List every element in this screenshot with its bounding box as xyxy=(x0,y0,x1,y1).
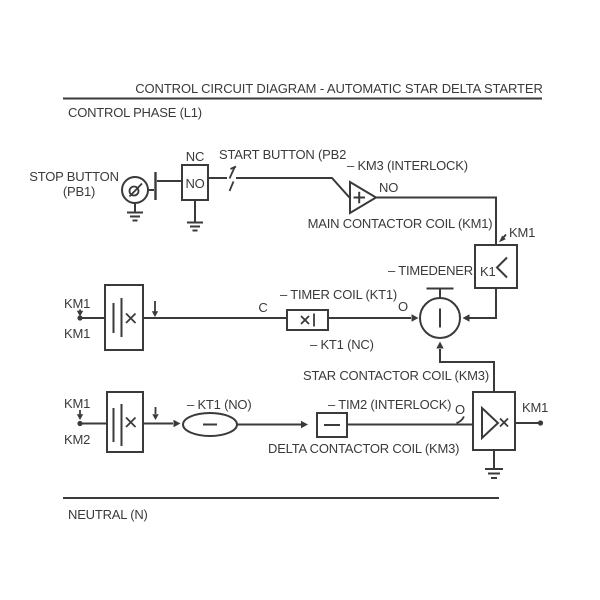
delta-box xyxy=(472,391,516,451)
switch-stroke-lower xyxy=(228,181,235,192)
km1-out-label: KM1 xyxy=(522,400,548,415)
arrow-right-icon xyxy=(173,419,181,428)
aux-contact-box xyxy=(104,284,144,351)
km3-interlock-label: – KM3 (INTERLOCK) xyxy=(347,158,468,173)
x-mark-icon xyxy=(125,312,137,324)
km1-relay-ref-label: KM1 xyxy=(509,225,535,240)
km1-relay-box: KM1 – TIMEDENER K1 xyxy=(388,225,535,322)
terminal-dot xyxy=(537,420,544,426)
page-title: CONTROL CIRCUIT DIAGRAM - AUTOMATIC STAR… xyxy=(135,81,543,96)
chevron-left-icon xyxy=(495,256,508,279)
o-label: O xyxy=(455,402,465,417)
x-mark-icon xyxy=(125,416,137,428)
no-box-label: NO xyxy=(185,176,204,191)
timer-coil-box: C – TIMER COIL (KT1) – KT1 (NC) O xyxy=(258,287,419,352)
nc-label: NC xyxy=(186,149,204,164)
wire-delta-to-star xyxy=(439,349,495,392)
wire-gate-to-km1-relay xyxy=(376,196,497,245)
tim2-interlock-box: – TIM2 (INTERLOCK) O xyxy=(316,397,473,438)
kt1-nc-label: – KT1 (NC) xyxy=(310,337,374,352)
km1-branch-bottom-label: KM1 xyxy=(64,326,90,341)
arrow-down-icon xyxy=(151,311,159,317)
arrow-right-icon xyxy=(411,314,419,322)
arrow-right-icon xyxy=(301,420,308,429)
star-coil-symbol: STAR CONTACTOR COIL (KM3) xyxy=(303,287,495,392)
start-button-label: START BUTTON (PB2 xyxy=(219,147,346,162)
km2-branch-bottom-label: KM2 xyxy=(64,432,90,447)
star-contactor-coil-label: STAR CONTACTOR COIL (KM3) xyxy=(303,368,489,383)
start-button-contact: START BUTTON (PB2 xyxy=(208,147,351,198)
aux-contact-box xyxy=(106,391,144,453)
stop-button-label-line2: (PB1) xyxy=(63,184,95,199)
main-contactor-coil-label: MAIN CONTACTOR COIL (KM1) xyxy=(308,216,493,231)
k1-box-label: K1 xyxy=(480,264,496,279)
wire-switch-to-gate xyxy=(236,177,351,198)
kt1-no-contact: – KT1 (NO) xyxy=(143,397,308,437)
wire-relay-to-star-coil xyxy=(467,288,497,319)
triangle-right-icon xyxy=(481,405,500,441)
timer-coil-label: – TIMER COIL (KT1) xyxy=(280,287,397,302)
coil-circle-icon xyxy=(419,297,461,339)
ground-icon xyxy=(127,211,143,222)
gate-no-label: NO xyxy=(379,180,398,195)
kt1-no-label: – KT1 (NO) xyxy=(187,397,251,412)
km1-pointer-arrow-icon xyxy=(499,235,506,243)
timer-box xyxy=(286,309,329,331)
delta-contactor-coil-label: DELTA CONTACTOR COIL (KM3) xyxy=(268,441,459,456)
delta-coil-box: DELTA CONTACTOR COIL (KM3) KM1 xyxy=(268,391,548,479)
stop-button-symbol: STOP BUTTON (PB1) xyxy=(29,169,149,222)
stop-button-label-line1: STOP BUTTON xyxy=(29,169,119,184)
gate-triangle-icon xyxy=(349,180,378,215)
neutral-label: NEUTRAL (N) xyxy=(68,507,148,522)
km2-branch-top-label: KM1 xyxy=(64,396,90,411)
pushbutton-inner-circle xyxy=(128,185,140,197)
km3-interlock-gate: – KM3 (INTERLOCK) NO MAIN CONTACTOR COIL… xyxy=(308,158,497,245)
timedener-label: – TIMEDENER xyxy=(388,263,473,278)
pushbutton-actuator-stroke xyxy=(128,182,143,198)
arrow-down-icon xyxy=(76,310,84,317)
arrow-down-icon xyxy=(152,414,159,420)
x-mark-icon xyxy=(499,417,509,428)
ground-icon xyxy=(187,221,203,232)
control-phase-label: CONTROL PHASE (L1) xyxy=(68,105,202,120)
switch-stroke-upper xyxy=(228,167,236,179)
contact-curve-icon xyxy=(456,416,465,424)
ground-icon xyxy=(485,468,503,479)
km2-aux-branch: KM1 KM2 xyxy=(64,391,159,453)
o-label: O xyxy=(398,299,408,314)
arrow-down-icon xyxy=(76,414,84,420)
c-label: C xyxy=(258,300,267,315)
km1-aux-branch: KM1 KM1 xyxy=(64,284,287,351)
arrow-up-icon xyxy=(436,341,444,349)
x-mark-icon xyxy=(300,315,310,325)
km1-branch-top-label: KM1 xyxy=(64,296,90,311)
aux-contact-box: NC NO xyxy=(148,149,209,232)
switch-flag xyxy=(230,165,237,170)
tim2-interlock-label: – TIM2 (INTERLOCK) xyxy=(328,397,451,412)
arrow-left-icon xyxy=(462,314,470,322)
